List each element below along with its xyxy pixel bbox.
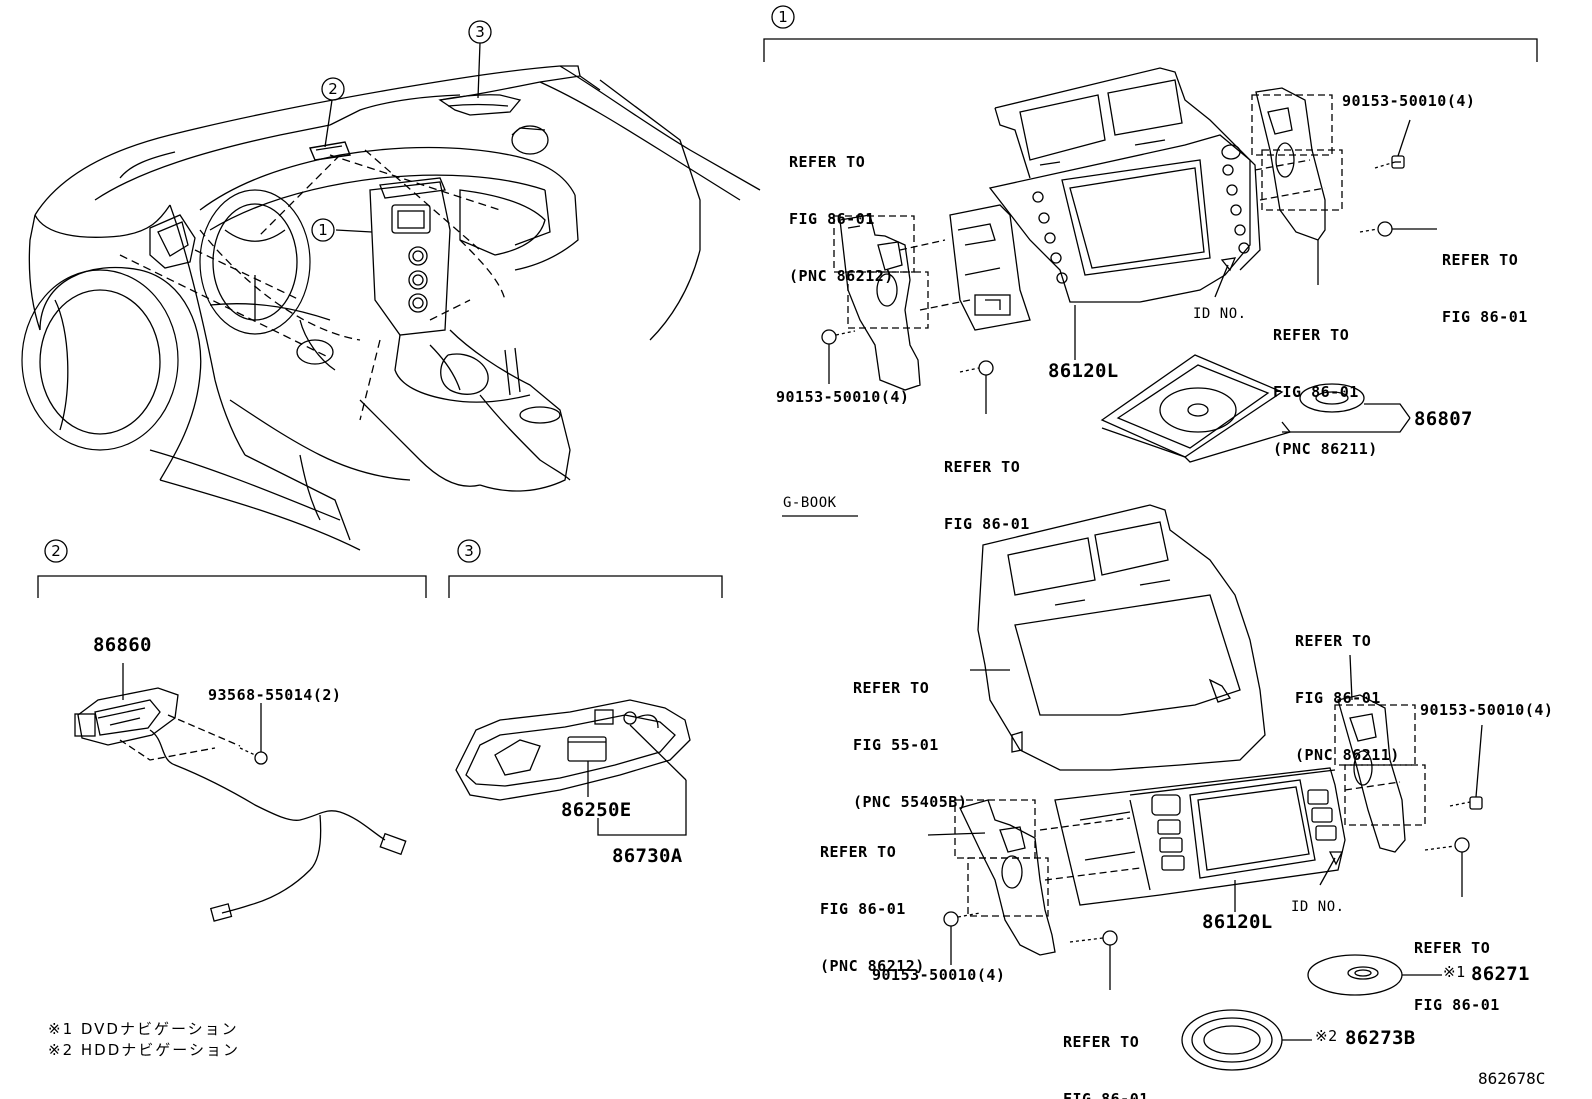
refer-fig-86-01-right-top: REFER TO FIG 86-01 xyxy=(1442,251,1528,326)
section-2-assembly xyxy=(74,663,407,922)
mark-86273b: ※2 xyxy=(1315,1027,1338,1045)
callout-circle-1-car xyxy=(311,218,335,242)
refer-fig-86-01-pnc-86211-top: REFER TO FIG 86-01 (PNC 86211) xyxy=(1273,326,1378,458)
refer-fig-86-01-bottom-bottom: REFER TO FIG 86-01 xyxy=(1063,1033,1149,1099)
refer-fig-86-01-pnc-86212-bottom: REFER TO FIG 86-01 (PNC 86212) xyxy=(820,843,925,975)
section-3-bracket xyxy=(448,575,723,598)
footnote-hdd-navigation: ※2 HDDナビゲーション xyxy=(48,1041,240,1059)
section-2-bracket xyxy=(37,575,427,598)
callout-3-section: 3 xyxy=(464,542,474,560)
figure-code: 862678C xyxy=(1478,1069,1546,1088)
bolt-label-top-left: 90153-50010(4) xyxy=(776,388,910,406)
bolt-label-top-right: 90153-50010(4) xyxy=(1342,92,1476,110)
callout-circle-2-car xyxy=(321,77,345,101)
footnote-dvd-navigation: ※1 DVDナビゲーション xyxy=(48,1020,239,1038)
id-no-label-top: ID NO. xyxy=(1193,306,1247,322)
pnc-86120l-bottom: 86120L xyxy=(1202,911,1273,933)
callout-circle-3-section xyxy=(457,539,481,563)
pnc-86860: 86860 xyxy=(93,634,152,656)
top-navigation-assembly xyxy=(821,67,1437,463)
callout-circle-2-section xyxy=(44,539,68,563)
callout-2-section: 2 xyxy=(51,542,61,560)
car-interior-overview xyxy=(21,42,761,551)
pnc-86273b: 86273B xyxy=(1345,1027,1416,1049)
id-no-label-bottom: ID NO. xyxy=(1291,899,1345,915)
refer-fig-55-01: REFER TO FIG 55-01 (PNC 55405B) xyxy=(853,679,968,811)
refer-fig-86-01-pnc-86211-bottom: REFER TO FIG 86-01 (PNC 86211) xyxy=(1295,632,1400,764)
callout-1-section: 1 xyxy=(778,8,788,26)
pnc-86120l-top: 86120L xyxy=(1048,360,1119,382)
section-3-assembly xyxy=(455,699,691,836)
bolt-label-bottom-right: 90153-50010(4) xyxy=(1420,701,1554,719)
mark-86271: ※1 xyxy=(1443,963,1466,981)
gbook-heading: G-BOOK xyxy=(783,495,837,511)
refer-fig-86-01-bottom-top: REFER TO FIG 86-01 xyxy=(944,458,1030,533)
pnc-86807: 86807 xyxy=(1414,408,1473,430)
section-1-bracket xyxy=(763,38,1538,62)
pnc-86271: 86271 xyxy=(1471,963,1530,985)
gbook-navigation-assembly xyxy=(927,504,1483,1071)
refer-fig-86-01-right-bottom: REFER TO FIG 86-01 xyxy=(1414,939,1500,1014)
bolt-label-bottom-left: 90153-50010(4) xyxy=(872,966,1006,984)
callout-3-car: 3 xyxy=(475,23,485,41)
pnc-86250e: 86250E xyxy=(561,799,632,821)
screw-label-93568: 93568-55014(2) xyxy=(208,686,342,704)
callout-circle-3-car xyxy=(468,20,492,44)
callout-1-car: 1 xyxy=(318,221,328,239)
callout-circle-1-section xyxy=(771,5,795,29)
pnc-86730a: 86730A xyxy=(612,845,683,867)
refer-fig-86-01-pnc-86212-top: REFER TO FIG 86-01 (PNC 86212) xyxy=(789,153,894,285)
callout-2-car: 2 xyxy=(328,80,338,98)
